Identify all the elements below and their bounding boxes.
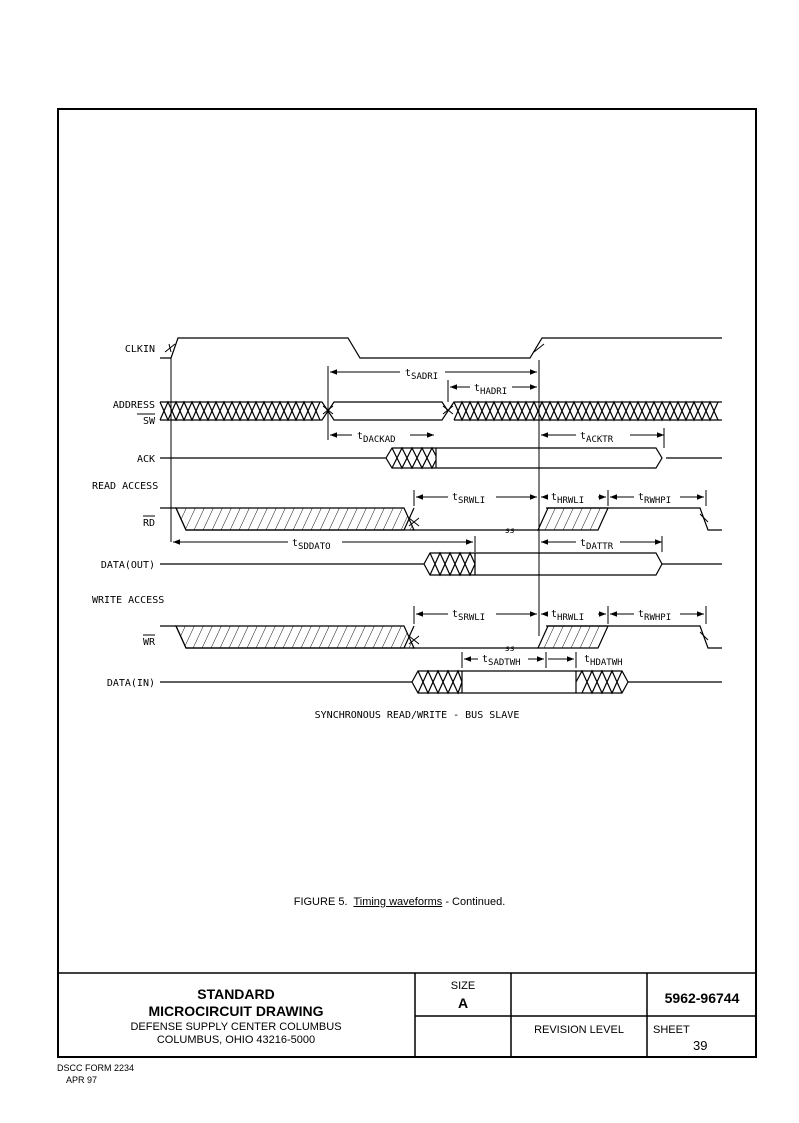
label-rd: RD	[143, 518, 155, 529]
sheet-value: 39	[693, 1038, 708, 1053]
revision-label: REVISION LEVEL	[534, 1024, 624, 1036]
timing-dackad: tDACKAD	[357, 431, 396, 445]
label-write-access: WRITE ACCESS	[92, 595, 164, 606]
timing-hdatwh: tHDATWH	[584, 654, 623, 668]
timing-srwli-write: tSRWLI	[452, 609, 485, 623]
caption-link: Timing waveforms	[353, 896, 443, 908]
rd-waveform	[160, 507, 722, 531]
clkin-tick-1	[164, 343, 176, 353]
figure-caption: FIGURE 5. Timing waveforms - Continued.	[293, 896, 506, 908]
title-block-grid	[57, 972, 757, 1058]
timing-srwli-read: tSRWLI	[452, 492, 485, 506]
timing-sadri: tSADRI	[405, 368, 438, 382]
drawing-number: 5962-96744	[664, 990, 740, 1006]
title-line-2: MICROCIRCUIT DRAWING	[148, 1003, 324, 1019]
form-date: APR 97	[66, 1075, 98, 1085]
wr-tick	[408, 635, 420, 645]
drawing-frame	[57, 108, 757, 1058]
label-address: ADDRESS	[113, 400, 155, 411]
timing-rwhpi-read: tRWHPI	[638, 492, 671, 506]
address-tick-2	[442, 405, 454, 415]
title-line-1: STANDARD	[197, 986, 275, 1002]
size-label: SIZE	[450, 980, 476, 992]
sheet-label: SHEET	[653, 1024, 690, 1036]
label-ack: ACK	[137, 454, 155, 465]
break-mark-read: ss	[505, 526, 515, 535]
timing-hrwli-read: tHRWLI	[551, 492, 584, 506]
clkin-tick-2	[533, 343, 545, 353]
form-number: DSCC FORM 2234	[57, 1063, 135, 1073]
label-sw: SW	[143, 416, 156, 427]
address-tick-1	[322, 405, 334, 415]
ack-waveform	[160, 446, 722, 470]
rd-tick	[408, 517, 420, 527]
label-wr: WR	[143, 637, 156, 648]
rd-tick-2	[699, 513, 709, 523]
timing-hrwli-write: tHRWLI	[551, 609, 584, 623]
timing-sddato: tSDDATO	[292, 538, 331, 552]
timing-rwhpi-write: tRWHPI	[638, 609, 671, 623]
timing-hadri: tHADRI	[474, 383, 507, 397]
org-line-1: DEFENSE SUPPLY CENTER COLUMBUS	[130, 1021, 342, 1033]
label-read-access: READ ACCESS	[92, 481, 158, 492]
wr-tick-2	[699, 631, 709, 641]
org-line-2: COLUMBUS, OHIO 43216-5000	[156, 1034, 316, 1046]
timing-acktr: tACKTR	[580, 431, 614, 445]
label-clkin: CLKIN	[125, 344, 155, 355]
data-out-waveform	[160, 551, 722, 577]
break-mark-write: ss	[505, 644, 515, 653]
timing-dattr: tDATTR	[580, 538, 614, 552]
diagram-title: SYNCHRONOUS READ/WRITE - BUS SLAVE	[315, 710, 520, 721]
size-value: A	[457, 995, 469, 1011]
title-block: STANDARD MICROCIRCUIT DRAWING DEFENSE SU…	[57, 972, 757, 1058]
clkin-waveform	[160, 337, 722, 359]
address-waveform	[159, 400, 722, 422]
wr-waveform	[160, 625, 722, 649]
label-data-out: DATA(OUT)	[101, 560, 155, 571]
data-in-waveform	[160, 669, 722, 695]
timing-sadtwh: tSADTWH	[482, 654, 521, 668]
label-data-in: DATA(IN)	[107, 678, 155, 689]
